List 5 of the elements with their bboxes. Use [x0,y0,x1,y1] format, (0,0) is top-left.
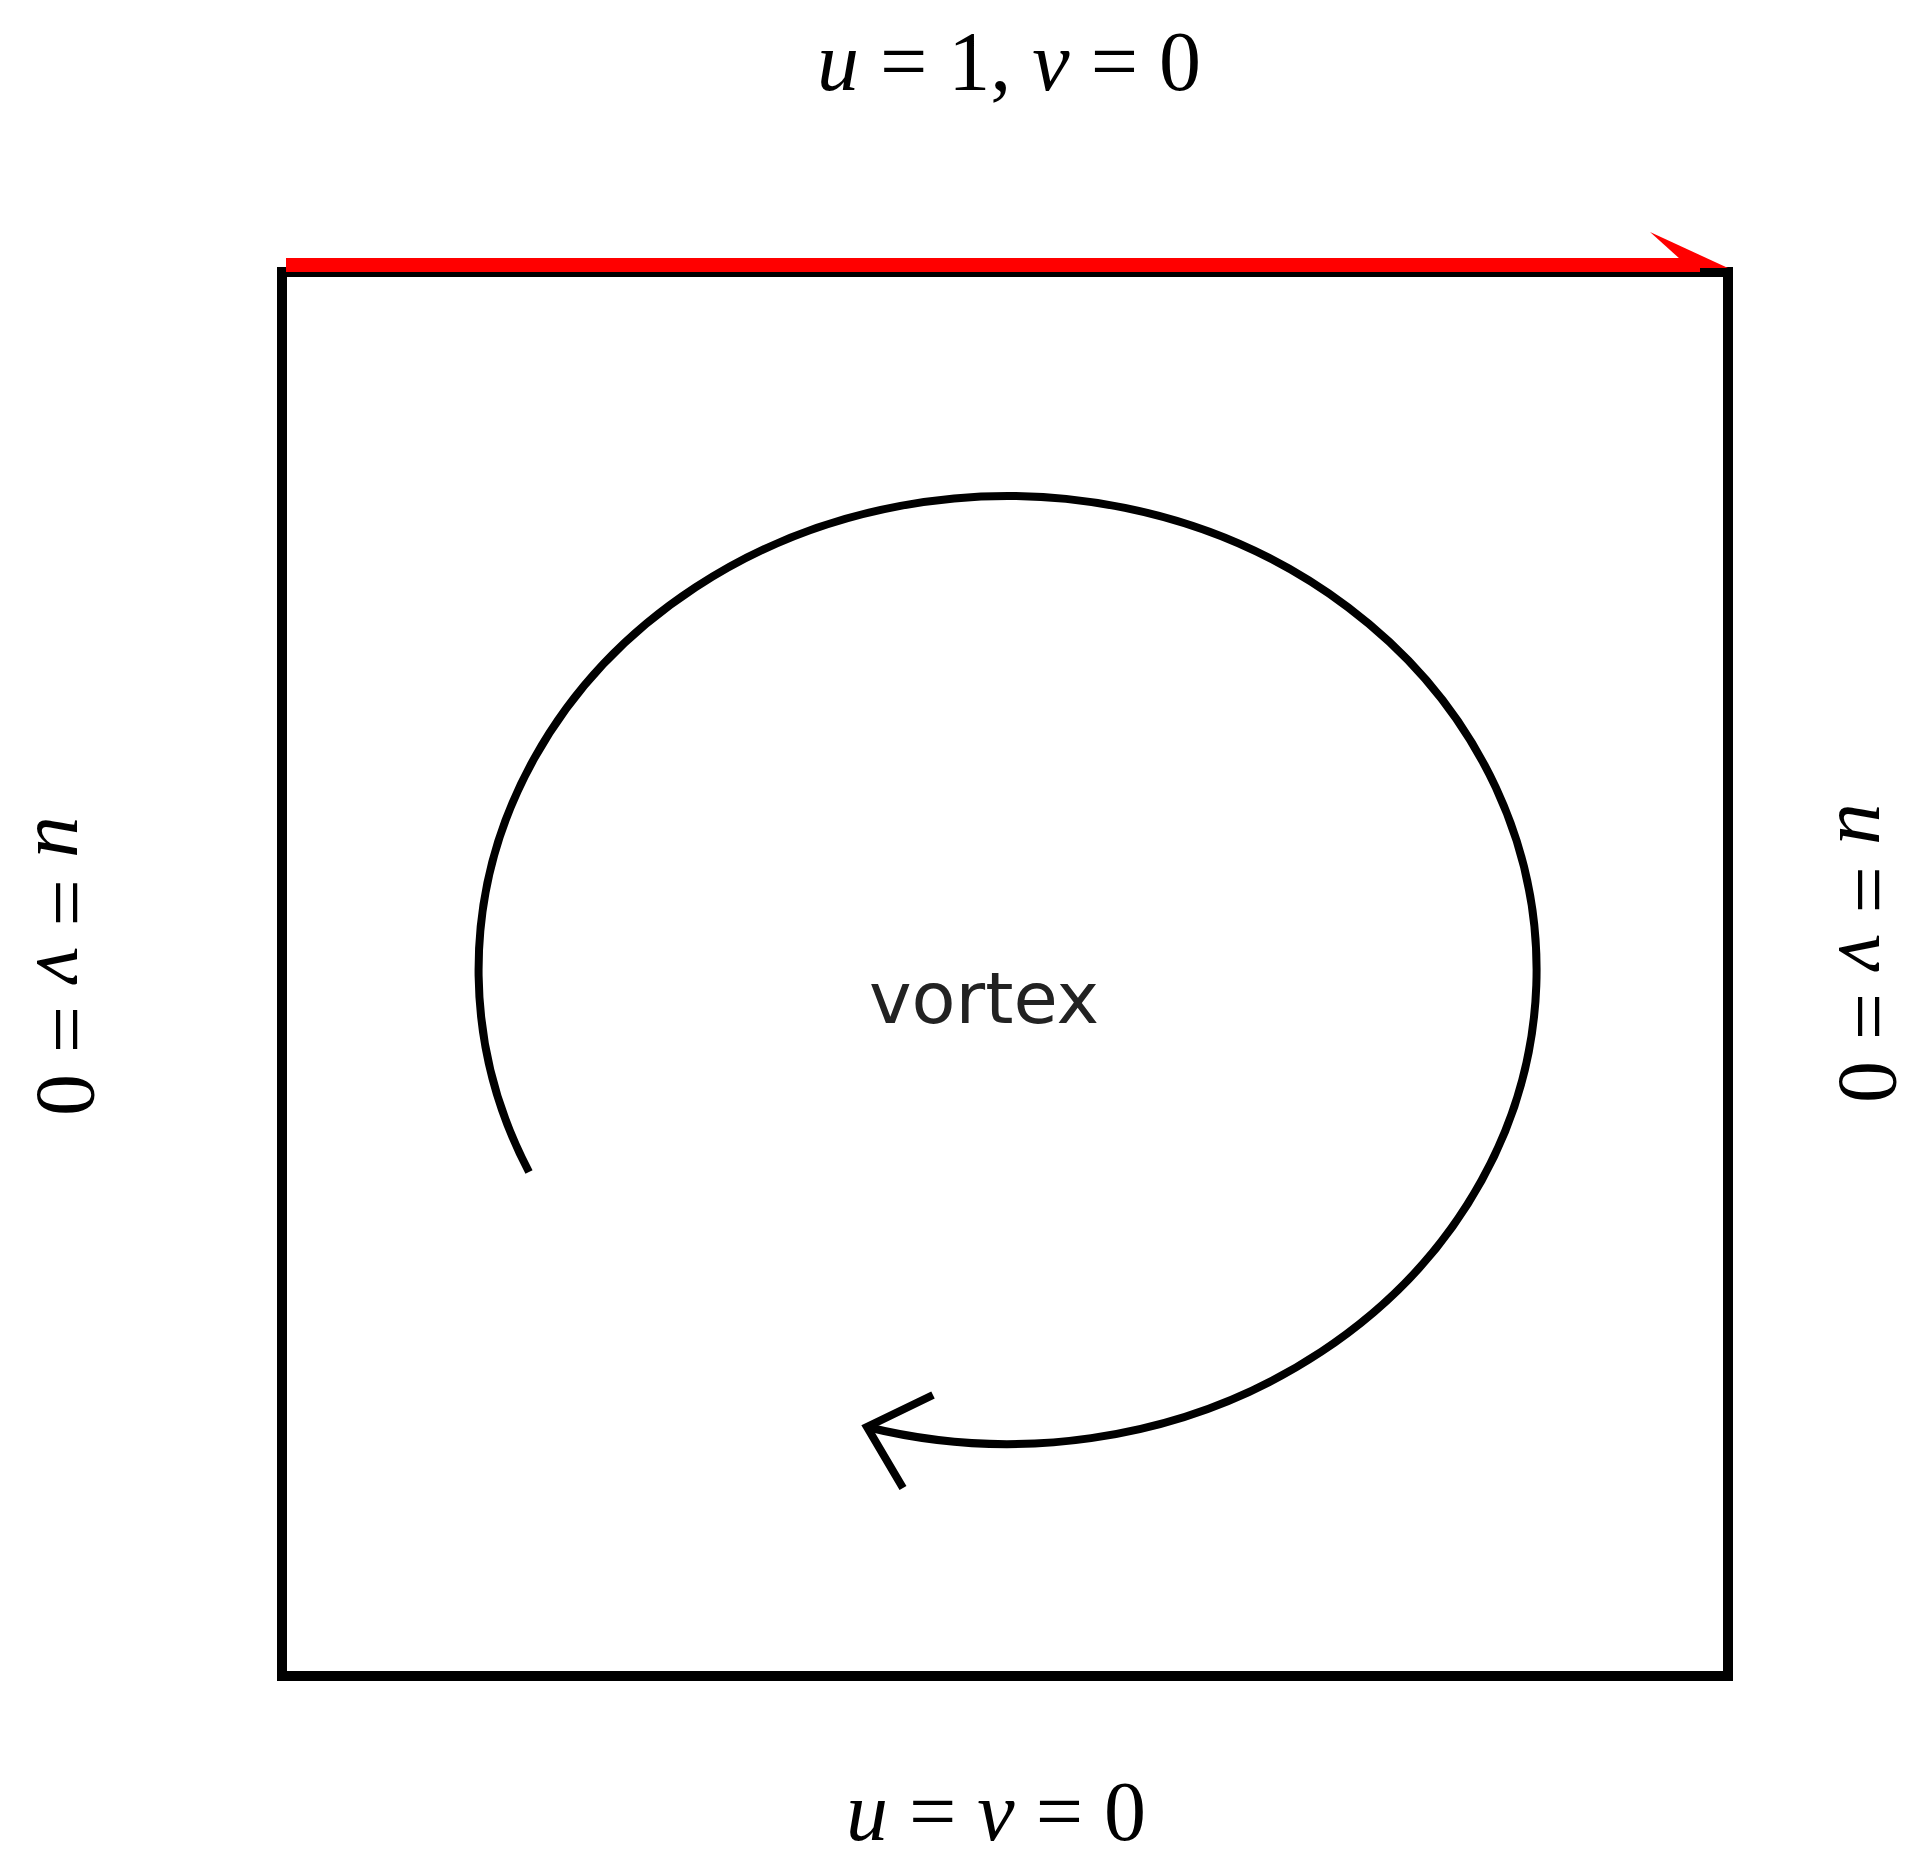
boundary-condition-label: u = v = 0 [24,816,108,1116]
boundary-condition-label: u = v = 0 [846,1770,1146,1854]
vortex-label: vortex [868,962,1100,1034]
boundary-condition-label: u = 1, v = 0 [817,20,1201,104]
boundary-condition-label: u = v = 0 [1826,803,1910,1103]
